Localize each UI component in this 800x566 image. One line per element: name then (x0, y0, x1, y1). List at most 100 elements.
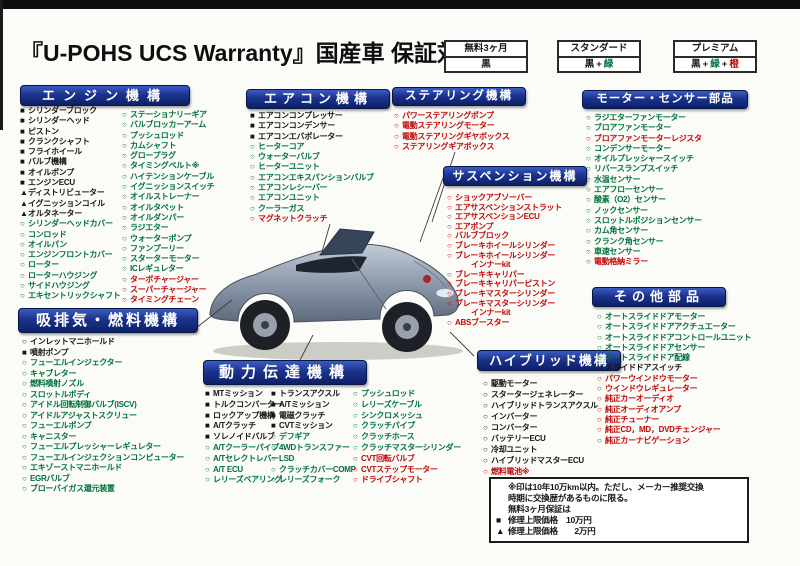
part-item: ○ウォーターバルブ (250, 152, 374, 162)
bullet-marker: ○ (122, 295, 127, 305)
item-text: 純正カーオーディオ (605, 394, 674, 404)
part-item: ○フューエルプレッシャーレギュレター (22, 442, 184, 453)
item-text: ドライブシャフト (361, 475, 423, 485)
bullet-marker: ○ (394, 131, 399, 141)
item-text: 車速センサー (594, 246, 641, 256)
part-item: ○キャブレター (22, 369, 184, 380)
bullet-marker: ○ (22, 410, 27, 420)
item-text: バッテリーECU (491, 434, 546, 443)
item-text: CVTミッション (279, 421, 333, 431)
item-text: クランクシャフト (28, 136, 90, 146)
bullet-marker: ○ (353, 410, 358, 420)
item-text: レリーズケーブル (361, 399, 422, 409)
section-header-power-transmission: 動力伝達機構 (203, 360, 367, 385)
bullet-marker: ○ (22, 389, 27, 399)
bullet-marker: ○ (586, 113, 591, 122)
part-item: ○エアコンユニット (250, 193, 374, 203)
bullet-marker: ■ (250, 121, 255, 131)
item-text: 黒 (481, 59, 491, 70)
item-text: エンジンフロントカバー (28, 250, 113, 260)
part-item: ○レリーズフォーク (271, 475, 356, 486)
bullet-marker: ○ (586, 143, 591, 153)
power-parts-column-2: ■トランスアクスル■A/Tミッション■電磁クラッチ■CVTミッション○デフギア○… (271, 389, 356, 486)
part-item: ○オイルプレッシャースイッチ (586, 154, 702, 164)
item-text: クラッチパイプ (361, 421, 415, 431)
part-item: ○オイルパン (20, 240, 120, 250)
part-item: ○タイミングチェーン (122, 295, 214, 305)
bullet-marker: ▲ (20, 208, 28, 218)
part-item: ○マグネットクラッチ (250, 214, 374, 224)
part-item: ○ウォーターポンプ (122, 234, 214, 244)
bullet-marker: ○ (250, 213, 255, 223)
item-text: オイルダンパー (130, 212, 184, 222)
item-text: リバースランプスイッチ (594, 164, 679, 174)
item-text: 修理上限価格 2万円 (508, 526, 596, 536)
item-text: オートスライドドア配線 (605, 353, 690, 363)
part-item: ○インバーター (483, 411, 598, 422)
bullet-marker: ○ (122, 212, 127, 222)
item-text: シンクロメッシュ (361, 410, 423, 420)
item-text: 電磁クラッチ (279, 410, 326, 420)
part-item: ○オートスライドドア配線 (597, 353, 751, 363)
steering-parts-list: ○パワーステアリングポンプ○電動ステアリングモーター○電動ステアリングギヤボック… (394, 111, 510, 152)
item-text: ファンプーリー (130, 243, 184, 253)
bullet-marker: ○ (447, 288, 452, 298)
plan-name: スタンダード (559, 42, 639, 58)
item-text: エアサスペンションECU (455, 212, 540, 222)
bullet-marker: ○ (597, 373, 602, 383)
item-text: インナーkit (471, 308, 511, 318)
item-text: アイドル回転制御バルブ(ISCV) (30, 400, 137, 409)
part-item: ○酸素（O2）センサー (586, 195, 702, 205)
bullet-marker: ○ (597, 414, 602, 424)
bullet-marker: ○ (20, 291, 25, 301)
part-item: ○リバースランプスイッチ (586, 164, 702, 174)
bullet-marker: ○ (20, 281, 25, 291)
bullet-marker: ○ (353, 442, 358, 452)
bullet-marker: ○ (250, 183, 255, 193)
bullet-marker: ■ (205, 432, 210, 442)
bullet-marker: ○ (597, 312, 602, 321)
bullet-marker: ○ (250, 152, 255, 162)
part-item: ■電磁クラッチ (271, 411, 356, 422)
item-text: ABSブースター (455, 317, 510, 327)
item-text: 緑 (603, 59, 614, 70)
part-item: ○エアコンレシーバー (250, 183, 374, 193)
part-item: ■オイルポンプ (20, 168, 120, 178)
item-text: タイミングチェーン (130, 295, 199, 305)
bullet-marker: ○ (353, 399, 358, 409)
part-item: ○燃料電池※ (483, 466, 598, 477)
item-text: バルブロッカーアーム (130, 120, 206, 130)
item-text: 燃料噴射ノズル (30, 379, 84, 388)
part-item: インナーkit (447, 260, 562, 270)
bullet-marker: ○ (586, 226, 591, 236)
item-text: ターボチャージャー (130, 274, 199, 284)
bullet-marker: ○ (353, 464, 358, 474)
part-item: ○エキセントリックシャフト (20, 291, 121, 301)
item-text: エアフローセンサー (594, 185, 664, 195)
part-item: ○バルブブロック (447, 231, 562, 241)
part-item: ○純正オーディオアンプ (597, 405, 751, 415)
part-item: ○ヒーターコア (250, 142, 374, 152)
part-item: ○オートスライドドアコントロールユニット (597, 333, 752, 343)
bullet-marker: ■ (271, 421, 276, 431)
legend-chip: 緑 (710, 58, 720, 71)
legend-chip: 黒 (585, 58, 595, 71)
item-text: エアコンエバポレーター (258, 131, 343, 141)
item-text: ヒーターユニット (258, 162, 320, 172)
bullet-marker: ○ (22, 431, 27, 441)
bullet-marker: ○ (271, 432, 276, 442)
item-text: バルブブロック (455, 231, 509, 241)
part-item: ○スライドドアスイッチ (597, 363, 751, 373)
item-text: シリンダーブロック (28, 106, 97, 115)
part-item: ○ブレーキキャリパーピストン (447, 279, 562, 289)
bullet-marker: ○ (122, 171, 127, 181)
bullet-marker: ○ (597, 342, 602, 352)
bullet-marker: ○ (22, 473, 27, 483)
item-text: 酸素（O2）センサー (594, 195, 666, 205)
item-text: オートスライドドアセンサー (605, 342, 705, 352)
item-text: スライドドアスイッチ (605, 363, 682, 373)
part-item: ■エンジンECU (20, 178, 120, 188)
part-item: ○フューエルインジェクター (22, 358, 184, 369)
item-text: バルブ機構 (28, 157, 67, 167)
bullet-marker: ○ (483, 434, 488, 443)
